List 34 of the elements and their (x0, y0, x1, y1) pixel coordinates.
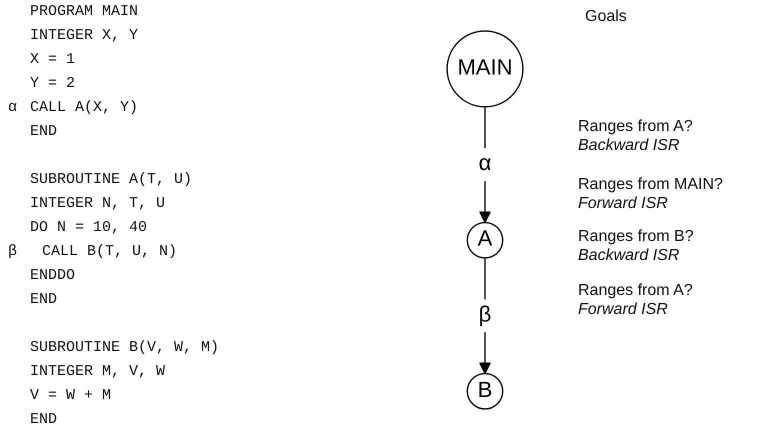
edge-label: α (478, 152, 492, 176)
code-line: CALL A(X, Y) (30, 99, 138, 116)
code-line: DO N = 10, 40 (30, 219, 148, 236)
call-marker: α (8, 99, 18, 116)
code-line: END (30, 123, 58, 140)
code-line: INTEGER M, V, W (30, 363, 166, 380)
edge-label: β (478, 303, 492, 327)
code-line: CALL B(T, U, N) (42, 243, 178, 260)
node-circle: A (466, 222, 504, 259)
goal-question: Ranges from A? (578, 118, 693, 136)
column-heading: Goals (585, 8, 627, 26)
goal-question: Ranges from MAIN? (578, 176, 723, 194)
code-line: Y = 2 (30, 75, 76, 92)
analysis-method: Forward ISR (578, 301, 668, 319)
code-line: END (30, 291, 58, 308)
node-circle: MAIN (446, 30, 524, 108)
arrow (478, 106, 492, 224)
analysis-method: Backward ISR (578, 247, 680, 265)
code-line: X = 1 (30, 51, 76, 68)
code-line: PROGRAM MAIN (30, 3, 138, 20)
node-circle: B (466, 372, 504, 410)
code-line: INTEGER X, Y (30, 27, 138, 44)
code-line: SUBROUTINE B(V, W, M) (30, 339, 220, 356)
code-line: INTEGER N, T, U (30, 195, 166, 212)
goal-question: Ranges from B? (578, 228, 694, 246)
analysis-method: Forward ISR (578, 195, 668, 213)
arrow (478, 258, 492, 374)
code-line: SUBROUTINE A(T, U) (30, 171, 192, 188)
analysis-method: Backward ISR (578, 137, 680, 155)
code-line: END (30, 411, 58, 428)
call-marker: β (8, 243, 18, 260)
code-line: ENDDO (30, 267, 76, 284)
goal-question: Ranges from A? (578, 282, 693, 300)
code-line: V = W + M (30, 387, 112, 404)
